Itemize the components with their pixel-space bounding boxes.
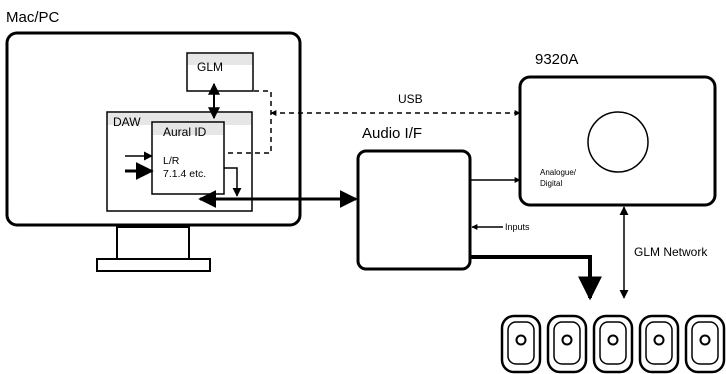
- speaker-icon: [546, 314, 588, 374]
- controller-label: 9320A: [535, 51, 578, 68]
- speaker-icon: [638, 314, 680, 374]
- daw-label: DAW: [113, 115, 141, 129]
- speaker-icon: [684, 314, 726, 374]
- computer-label: Mac/PC: [6, 9, 60, 26]
- glm-network-label: GLM Network: [634, 245, 708, 259]
- monitor-stand: [116, 226, 190, 260]
- audio-if-speakers-arrow: [470, 255, 602, 301]
- usb-label: USB: [398, 92, 423, 106]
- digital-label: Digital: [540, 179, 562, 188]
- inputs-label: Inputs: [505, 222, 530, 232]
- lr-label: L/R: [163, 155, 180, 167]
- audio-if-box: [356, 149, 472, 271]
- audio-if-label: Audio I/F: [362, 125, 422, 142]
- controller-knob-icon: [587, 111, 649, 173]
- speakers-group: [500, 314, 726, 374]
- glm-box-header: [188, 54, 252, 65]
- monitor-base: [96, 258, 211, 272]
- aural-id-label: Aural ID: [163, 125, 207, 139]
- formats-label: 7.1.4 etc.: [163, 168, 206, 180]
- glm-label: GLM: [197, 60, 223, 74]
- aural-id-output-arrow: [224, 167, 242, 197]
- aural-id-header: [153, 123, 223, 135]
- speaker-icon: [500, 314, 542, 374]
- analogue-label: Analogue/: [540, 168, 577, 177]
- speaker-icon: [592, 314, 634, 374]
- usb-dashed-link: [226, 90, 272, 154]
